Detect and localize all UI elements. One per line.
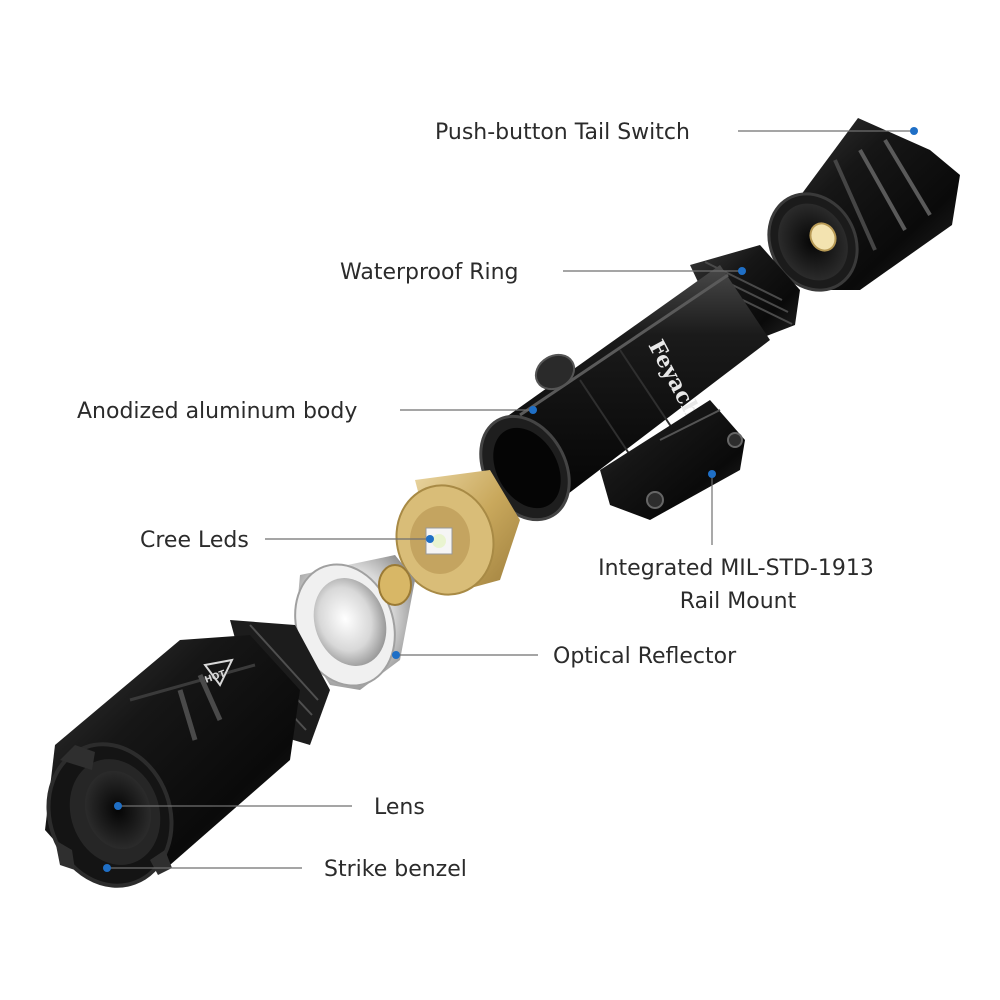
label-bezel: Strike benzel <box>324 857 467 882</box>
marker-dot <box>103 864 111 872</box>
callout-reflector: Optical Reflector <box>392 644 737 669</box>
main-body: Feyachi <box>479 245 800 522</box>
led-module <box>395 470 520 596</box>
callout-waterproof-ring: Waterproof Ring <box>340 260 746 285</box>
label-cree-leds: Cree Leds <box>140 528 249 553</box>
label-rail-mount-line2: Rail Mount <box>680 589 797 614</box>
head-bezel: HOT <box>45 620 330 888</box>
reflector <box>294 555 415 690</box>
label-body: Anodized aluminum body <box>77 399 357 424</box>
callout-bezel: Strike benzel <box>103 857 467 882</box>
marker-dot <box>392 651 400 659</box>
callout-rail-mount: Integrated MIL-STD-1913 Rail Mount <box>598 470 874 614</box>
marker-dot <box>529 406 537 414</box>
label-lens: Lens <box>374 795 425 820</box>
marker-dot <box>910 127 918 135</box>
label-rail-mount-line1: Integrated MIL-STD-1913 <box>598 556 874 581</box>
label-reflector: Optical Reflector <box>553 644 737 669</box>
label-tail-switch: Push-button Tail Switch <box>435 120 690 145</box>
callout-cree-leds: Cree Leds <box>140 528 434 553</box>
marker-dot <box>708 470 716 478</box>
label-waterproof-ring: Waterproof Ring <box>340 260 519 285</box>
callout-lens: Lens <box>114 795 425 820</box>
marker-dot <box>114 802 122 810</box>
callout-body: Anodized aluminum body <box>77 399 537 424</box>
marker-dot <box>426 535 434 543</box>
marker-dot <box>738 267 746 275</box>
tail-cap <box>767 118 960 292</box>
callout-tail-switch: Push-button Tail Switch <box>435 120 918 145</box>
